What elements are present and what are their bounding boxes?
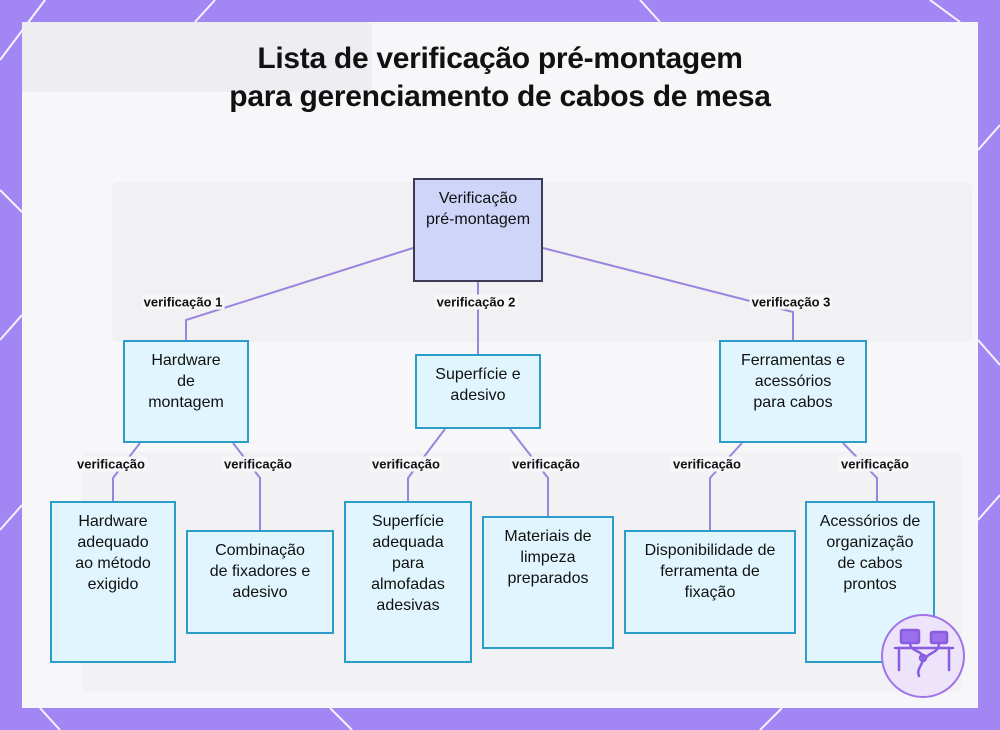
edge-label-leaf-1: verificação [75,456,147,472]
branch-node-hardware-label: Hardware de montagem [148,352,224,411]
leaf-node-hardware-method-label: Hardware adequado ao método exigido [75,513,151,593]
leaf-node-surface-pads: Superfície adequada para almofadas adesi… [344,501,472,663]
edge-label-leaf-3: verificação [370,456,442,472]
leaf-node-cleaning-label: Materiais de limpeza preparados [504,528,592,587]
leaf-node-fastener-combo-label: Combinação de fixadores e adesivo [209,542,311,601]
branch-node-surface-label: Superfície e adesivo [435,366,521,404]
title-line-1: Lista de verificação pré-montagem [257,42,743,75]
branch-node-surface: Superfície e adesivo [415,354,541,429]
root-node: Verificação pré-montagem [413,178,543,282]
leaf-node-fixing-tool: Disponibilidade de ferramenta de fixação [624,530,796,634]
branch-node-hardware: Hardware de montagem [123,340,249,443]
title-line-2: para gerenciamento de cabos de mesa [229,80,771,113]
branch-node-tools-label: Ferramentas e acessórios para cabos [740,352,846,411]
leaf-node-surface-pads-label: Superfície adequada para almofadas adesi… [371,513,445,614]
leaf-node-cable-accessories-label: Acessórios de organização de cabos pront… [819,513,921,593]
leaf-node-hardware-method: Hardware adequado ao método exigido [50,501,176,663]
edge-label-leaf-5: verificação [671,456,743,472]
leaf-node-cleaning: Materiais de limpeza preparados [482,516,614,649]
edge-label-leaf-2: verificação [222,456,294,472]
edge-label-branch-3: verificação 3 [749,294,833,310]
leaf-node-fixing-tool-label: Disponibilidade de ferramenta de fixação [644,542,776,601]
edge-label-leaf-6: verificação [839,456,911,472]
leaf-node-fastener-combo: Combinação de fixadores e adesivo [186,530,334,634]
edge-label-branch-2: verificação 2 [434,294,518,310]
edge-label-leaf-4: verificação [510,456,582,472]
diagram-title: Lista de verificação pré-montagem para g… [0,40,1000,116]
branch-node-tools: Ferramentas e acessórios para cabos [719,340,867,443]
desk-cable-icon [881,614,965,698]
edge-label-branch-1: verificação 1 [141,294,225,310]
root-node-label: Verificação pré-montagem [425,190,531,228]
